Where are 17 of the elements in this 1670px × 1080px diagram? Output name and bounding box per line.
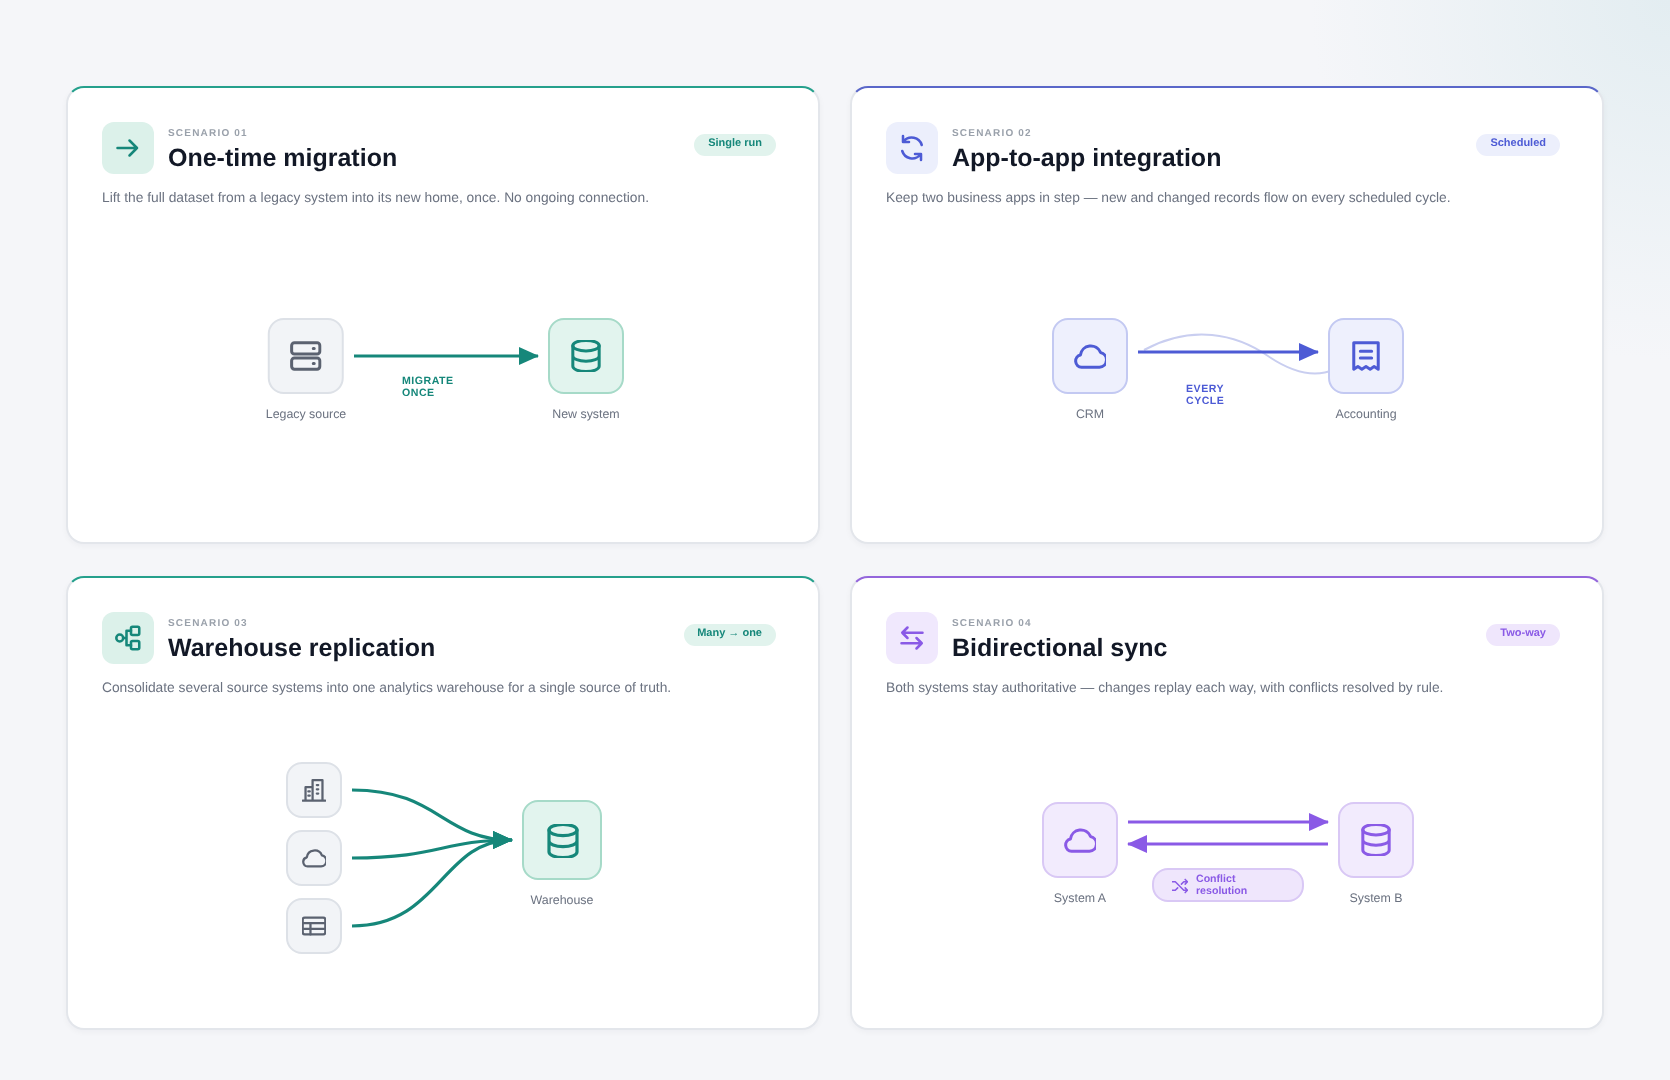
- source-tile: [286, 762, 342, 818]
- arrow: [354, 347, 539, 365]
- card-title: Warehouse replication: [168, 634, 436, 662]
- scenario-card: [66, 86, 820, 544]
- arrow: [1127, 835, 1328, 853]
- source-tile: [286, 898, 342, 954]
- conflict-pill: [1152, 868, 1304, 902]
- source-tile: [286, 830, 342, 886]
- card-title: App-to-app integration: [952, 144, 1222, 172]
- scenario-card: [66, 576, 820, 1030]
- arrow: [351, 833, 513, 928]
- card-title: One-time migration: [168, 144, 398, 172]
- arrow: [1138, 343, 1319, 361]
- arrow: [1128, 813, 1329, 831]
- scenario-card: [850, 86, 1604, 544]
- scenario-card: [850, 576, 1604, 1030]
- card-title: Bidirectional sync: [952, 634, 1168, 662]
